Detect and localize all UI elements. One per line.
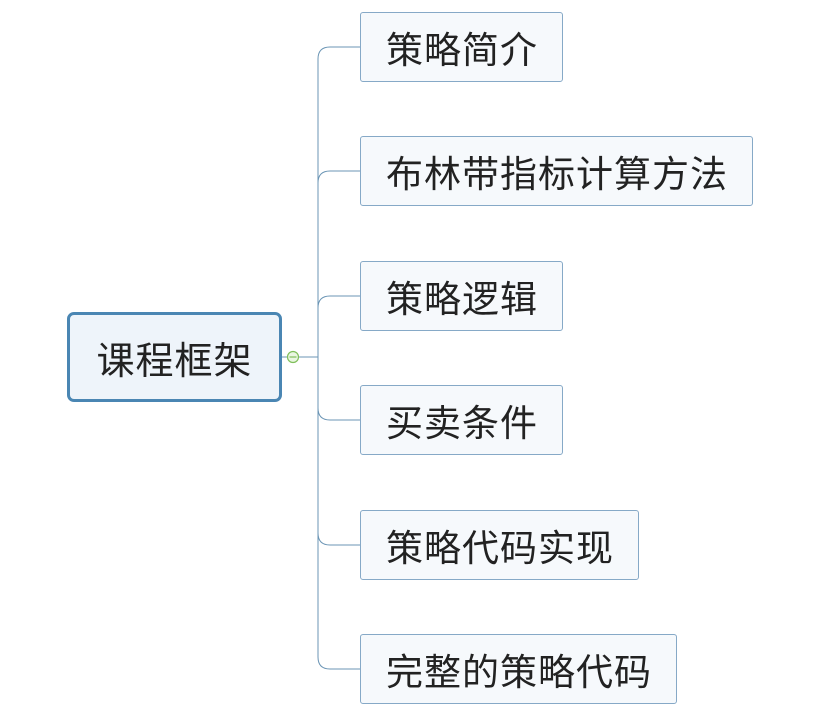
branch-trunk (317, 46, 331, 670)
topic-node-trade-conditions[interactable]: 买卖条件 (360, 385, 563, 455)
branch-line-3 (317, 295, 360, 309)
topic-node-code-implementation[interactable]: 策略代码实现 (360, 510, 639, 580)
branch-line-2 (317, 170, 360, 184)
branch-line-4 (317, 407, 360, 421)
topic-label: 策略代码实现 (386, 527, 614, 570)
topic-label: 完整的策略代码 (386, 651, 652, 694)
topic-label: 买卖条件 (386, 402, 538, 445)
collapse-toggle-icon[interactable] (286, 350, 300, 364)
topic-node-strategy-intro[interactable]: 策略简介 (360, 12, 563, 82)
branch-line-5 (317, 532, 360, 546)
topic-label: 策略简介 (386, 29, 538, 72)
topic-node-bollinger-calculation[interactable]: 布林带指标计算方法 (360, 136, 753, 206)
root-topic-node[interactable]: 课程框架 (67, 312, 282, 402)
topic-node-strategy-logic[interactable]: 策略逻辑 (360, 261, 563, 331)
topic-label: 策略逻辑 (386, 278, 538, 321)
topic-node-complete-code[interactable]: 完整的策略代码 (360, 634, 677, 704)
topic-label: 布林带指标计算方法 (386, 153, 728, 196)
root-topic-label: 课程框架 (96, 338, 253, 383)
